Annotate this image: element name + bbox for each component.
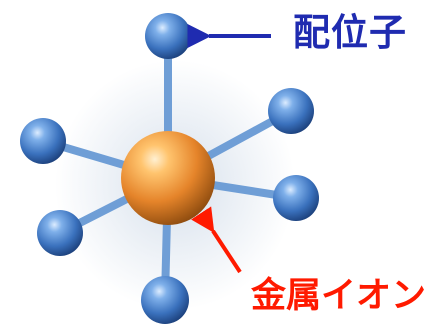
ligand-top xyxy=(145,13,191,59)
ligand-group xyxy=(20,13,319,324)
ligand-label: 配位子 xyxy=(293,11,407,54)
ligand-lower-left xyxy=(37,210,83,256)
ligand-bottom xyxy=(141,276,189,324)
arrow-up-left-icon xyxy=(191,206,242,274)
metal-ion-label: 金属イオン xyxy=(251,276,427,316)
ligand-right xyxy=(273,175,319,221)
ligand-upper-right xyxy=(268,88,314,134)
metal-ion-sphere xyxy=(121,131,215,225)
ligand-upper-left xyxy=(20,118,66,164)
